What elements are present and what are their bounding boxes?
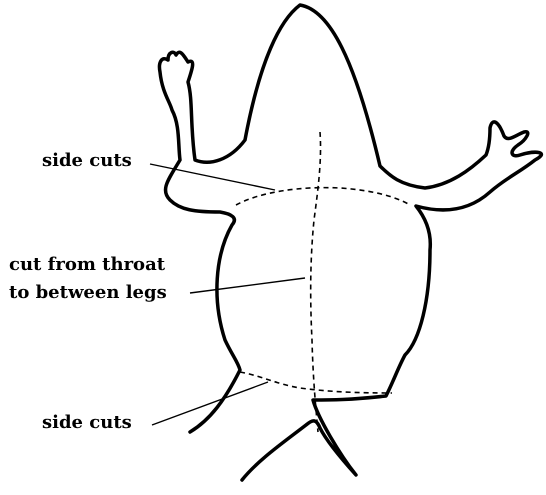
leader-throat-cut — [190, 278, 305, 293]
side-cut-bottom-dashed — [240, 372, 392, 393]
midline-cut-dashed — [311, 132, 321, 432]
throat-cut-label-line-1: cut from throat — [9, 254, 165, 276]
side-cut-top-dashed — [236, 188, 410, 205]
leader-side-cuts-bottom — [152, 382, 268, 425]
side-cuts-bottom-label: side cuts — [42, 412, 132, 434]
frog-body-outline — [159, 5, 541, 480]
throat-cut-label-line-2: to between legs — [9, 282, 167, 304]
side-cuts-top-label: side cuts — [42, 150, 132, 172]
